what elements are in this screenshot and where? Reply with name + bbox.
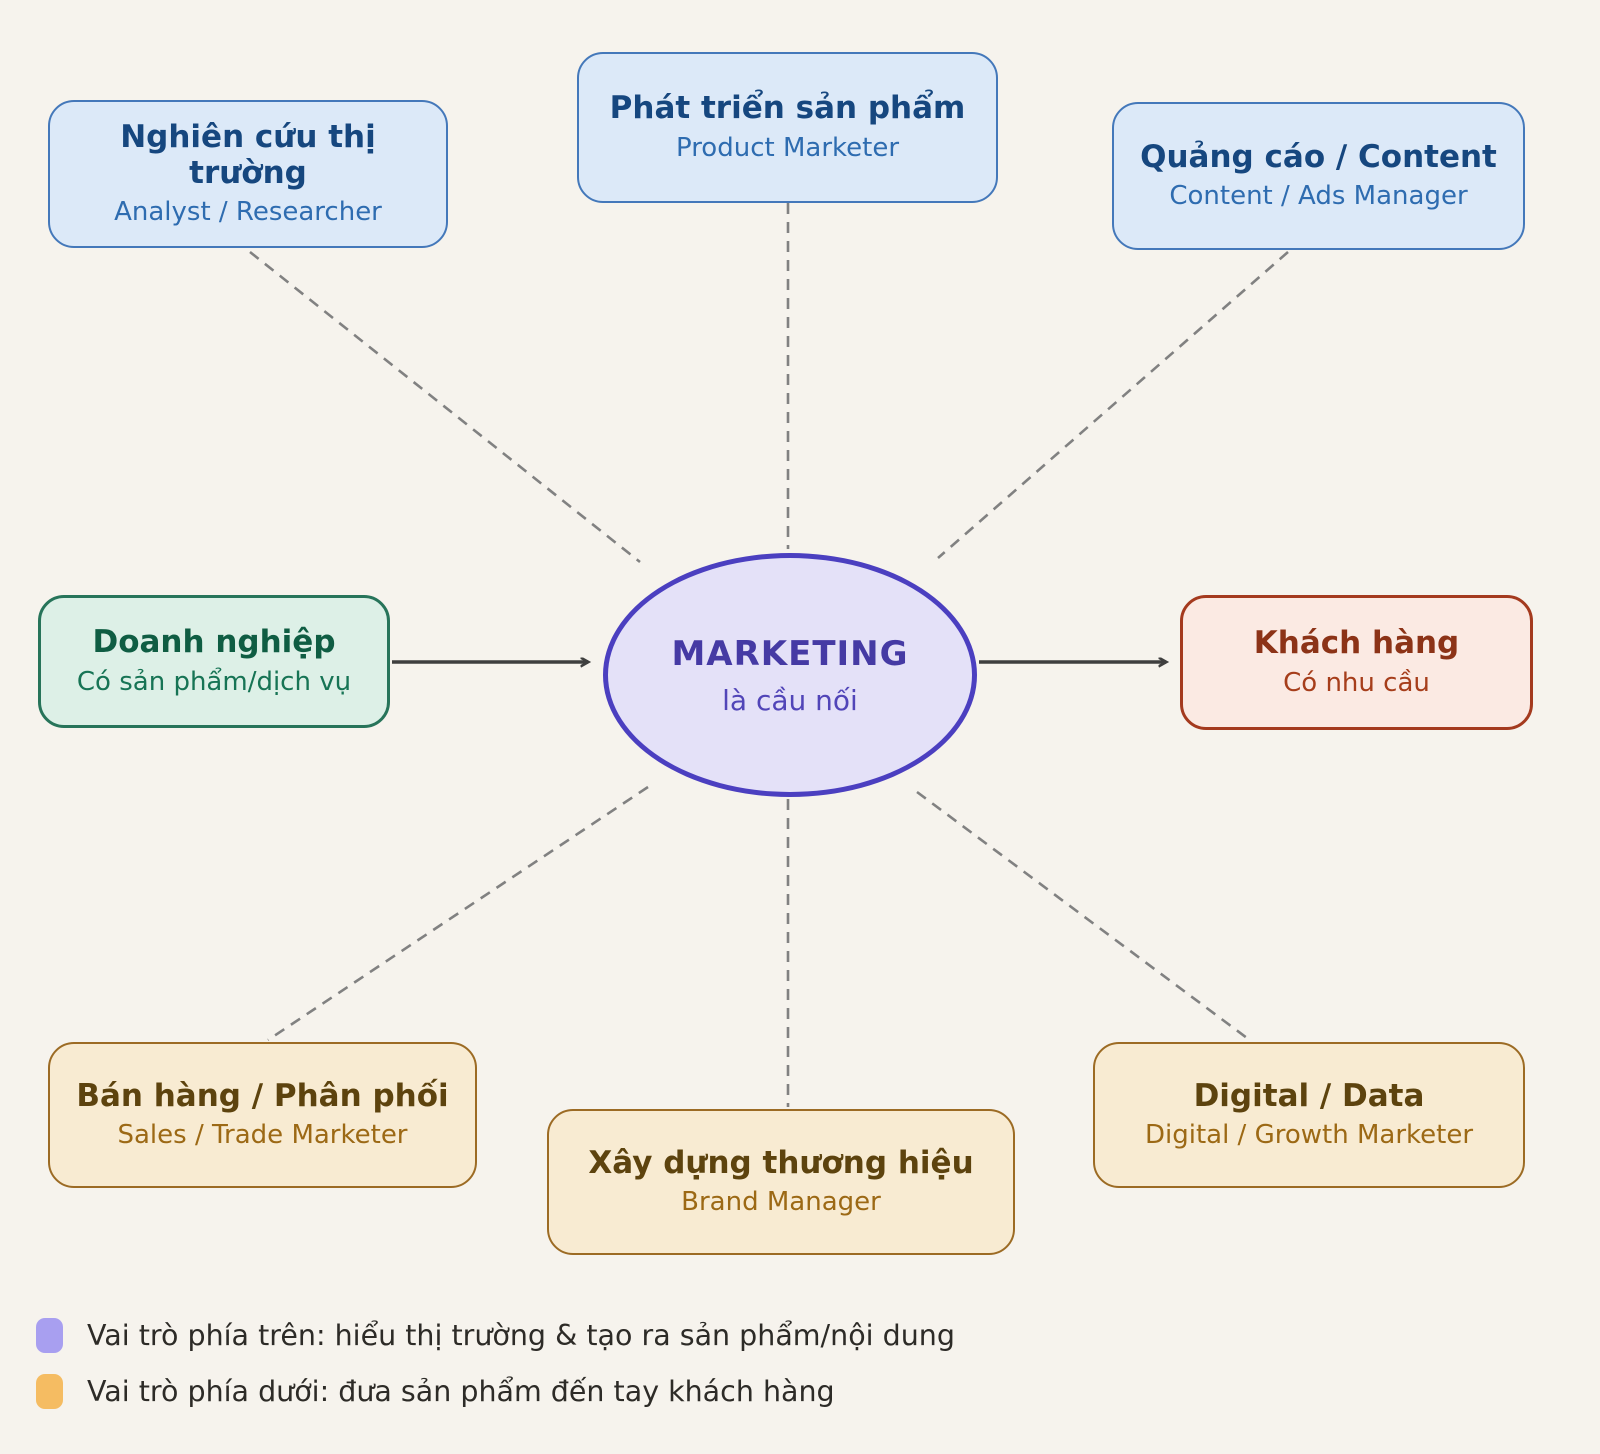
- node-business-subtitle: Có sản phẩm/dịch vụ: [76, 666, 352, 697]
- node-digital-data: Digital / Data Digital / Growth Marketer: [1093, 1042, 1525, 1188]
- legend-swatch-orange: [36, 1374, 63, 1409]
- dashed-link-ads: [937, 251, 1289, 559]
- node-sales-distribution: Bán hàng / Phân phối Sales / Trade Marke…: [48, 1042, 477, 1188]
- node-sales-distribution-subtitle: Sales / Trade Marketer: [117, 1120, 408, 1151]
- node-digital-data-subtitle: Digital / Growth Marketer: [1144, 1120, 1474, 1151]
- node-product-development-title: Phát triển sản phẩm: [609, 90, 966, 127]
- node-market-research-subtitle: Analyst / Researcher: [114, 197, 382, 228]
- center-marketing-subtitle: là cầu nối: [722, 683, 858, 717]
- legend: Vai trò phía trên: hiểu thị trường & tạo…: [36, 1318, 955, 1409]
- center-marketing-ellipse: MARKETING là cầu nối: [603, 553, 977, 797]
- node-brand-building-subtitle: Brand Manager: [681, 1187, 881, 1218]
- node-ads-content: Quảng cáo / Content Content / Ads Manage…: [1112, 102, 1525, 250]
- node-customer-subtitle: Có nhu cầu: [1283, 667, 1430, 698]
- legend-item-top-roles: Vai trò phía trên: hiểu thị trường & tạo…: [36, 1318, 955, 1353]
- node-ads-content-subtitle: Content / Ads Manager: [1169, 181, 1468, 212]
- node-digital-data-title: Digital / Data: [1193, 1077, 1425, 1114]
- legend-label-bottom-roles: Vai trò phía dưới: đưa sản phẩm đến tay …: [87, 1375, 835, 1408]
- node-brand-building: Xây dựng thương hiệu Brand Manager: [547, 1109, 1015, 1255]
- center-marketing-title: MARKETING: [671, 633, 909, 674]
- node-product-development-subtitle: Product Marketer: [675, 132, 900, 163]
- node-sales-distribution-title: Bán hàng / Phân phối: [76, 1077, 449, 1114]
- node-ads-content-title: Quảng cáo / Content: [1140, 138, 1497, 175]
- dashed-link-digital: [916, 790, 1248, 1040]
- legend-item-bottom-roles: Vai trò phía dưới: đưa sản phẩm đến tay …: [36, 1374, 955, 1409]
- node-brand-building-title: Xây dựng thương hiệu: [588, 1144, 974, 1181]
- node-business-title: Doanh nghiệp: [92, 624, 336, 661]
- node-market-research: Nghiên cứu thị trường Analyst / Research…: [48, 100, 448, 248]
- node-customer-title: Khách hàng: [1253, 625, 1460, 662]
- dashed-link-research: [249, 250, 641, 564]
- node-market-research-title: Nghiên cứu thị trường: [120, 118, 376, 191]
- dashed-link-sales: [267, 785, 649, 1042]
- node-customer: Khách hàng Có nhu cầu: [1180, 595, 1533, 730]
- legend-label-top-roles: Vai trò phía trên: hiểu thị trường & tạo…: [87, 1319, 955, 1352]
- node-business: Doanh nghiệp Có sản phẩm/dịch vụ: [38, 595, 390, 728]
- legend-swatch-purple: [36, 1318, 63, 1353]
- node-product-development: Phát triển sản phẩm Product Marketer: [577, 52, 998, 203]
